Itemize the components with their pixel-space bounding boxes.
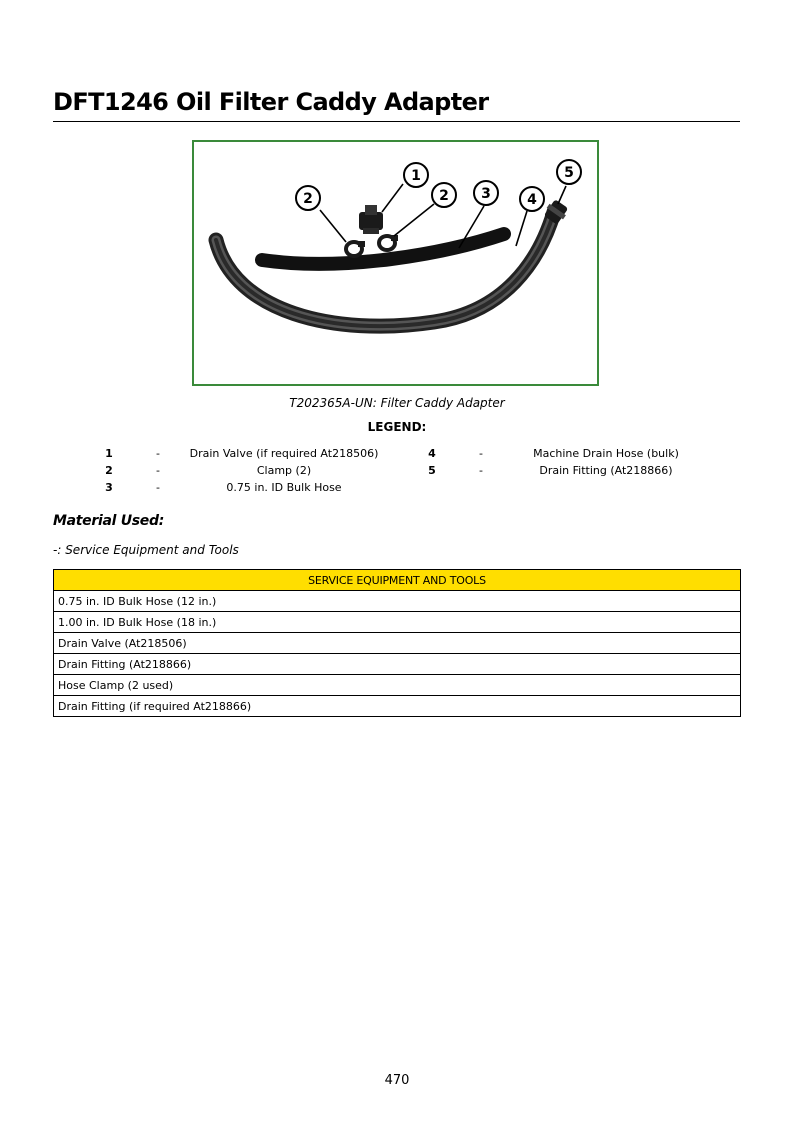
callout-5: 5 (556, 159, 582, 185)
svg-text:3: 3 (481, 186, 491, 202)
legend-number: 4 (428, 447, 436, 460)
legend-separator: - (479, 464, 483, 477)
callout-3: 3 (473, 180, 499, 206)
legend-description: Drain Fitting (At218866) (539, 464, 673, 477)
table-cell: Drain Fitting (At218866) (53, 653, 741, 675)
legend-number: 5 (428, 464, 436, 477)
legend-separator: - (156, 447, 160, 460)
legend-number: 2 (105, 464, 113, 477)
table-cell: 1.00 in. ID Bulk Hose (18 in.) (53, 611, 741, 633)
table-cell: 0.75 in. ID Bulk Hose (12 in.) (53, 590, 741, 612)
legend-description: Clamp (2) (256, 464, 312, 477)
table-header: SERVICE EQUIPMENT AND TOOLS (53, 569, 741, 591)
table-row: 1.00 in. ID Bulk Hose (18 in.) (53, 611, 741, 633)
material-subheading: -: Service Equipment and Tools (53, 543, 239, 557)
table-cell: Drain Valve (At218506) (53, 632, 741, 654)
clamp-left (344, 240, 365, 258)
legend-description: Drain Valve (if required At218506) (189, 447, 379, 460)
legend-item: 2 - Clamp (2) (0, 463, 794, 479)
page-number: 470 (384, 1073, 410, 1088)
legend-item: 3 - 0.75 in. ID Bulk Hose (0, 480, 794, 496)
table-cell: Hose Clamp (2 used) (53, 674, 741, 696)
page-title: DFT1246 Oil Filter Caddy Adapter (53, 86, 740, 122)
svg-text:2: 2 (303, 191, 313, 207)
svg-text:1: 1 (411, 168, 421, 184)
service-tools-table: SERVICE EQUIPMENT AND TOOLS 0.75 in. ID … (53, 569, 741, 717)
bulk-hose (255, 227, 511, 271)
table-row: Hose Clamp (2 used) (53, 674, 741, 696)
table-row: Drain Fitting (At218866) (53, 653, 741, 675)
figure-caption: T202365A-UN: Filter Caddy Adapter (289, 396, 505, 410)
svg-text:5: 5 (564, 165, 574, 181)
parts-illustration: 1 2 2 3 4 5 (208, 159, 582, 334)
legend-separator: - (156, 464, 160, 477)
legend-description: Machine Drain Hose (bulk) (533, 447, 679, 460)
legend-description: 0.75 in. ID Bulk Hose (226, 481, 342, 494)
legend-item: 4 - Machine Drain Hose (bulk) (0, 446, 794, 462)
table-header-row: SERVICE EQUIPMENT AND TOOLS (53, 569, 741, 591)
legend-title: LEGEND: (367, 420, 427, 434)
legend-separator: - (156, 481, 160, 494)
svg-text:4: 4 (527, 192, 537, 208)
callout-1: 1 (403, 162, 429, 188)
svg-text:2: 2 (439, 188, 449, 204)
legend-number: 1 (105, 447, 113, 460)
material-used-heading: Material Used: (53, 513, 165, 529)
clamp-right (377, 234, 398, 252)
parts-figure: 1 2 2 3 4 5 (192, 140, 599, 386)
drain-fitting (544, 200, 568, 224)
drain-valve (359, 205, 383, 234)
table-cell: Drain Fitting (if required At218866) (53, 695, 741, 717)
legend-number: 3 (105, 481, 113, 494)
callout-2a: 2 (295, 185, 321, 211)
legend-item: 5 - Drain Fitting (At218866) (0, 463, 794, 479)
table-row: Drain Fitting (if required At218866) (53, 695, 741, 717)
table-row: 0.75 in. ID Bulk Hose (12 in.) (53, 590, 741, 612)
legend-item: 1 - Drain Valve (if required At218506) (0, 446, 794, 462)
table-row: Drain Valve (At218506) (53, 632, 741, 654)
callout-4: 4 (519, 186, 545, 212)
callout-2b: 2 (431, 182, 457, 208)
legend-separator: - (479, 447, 483, 460)
